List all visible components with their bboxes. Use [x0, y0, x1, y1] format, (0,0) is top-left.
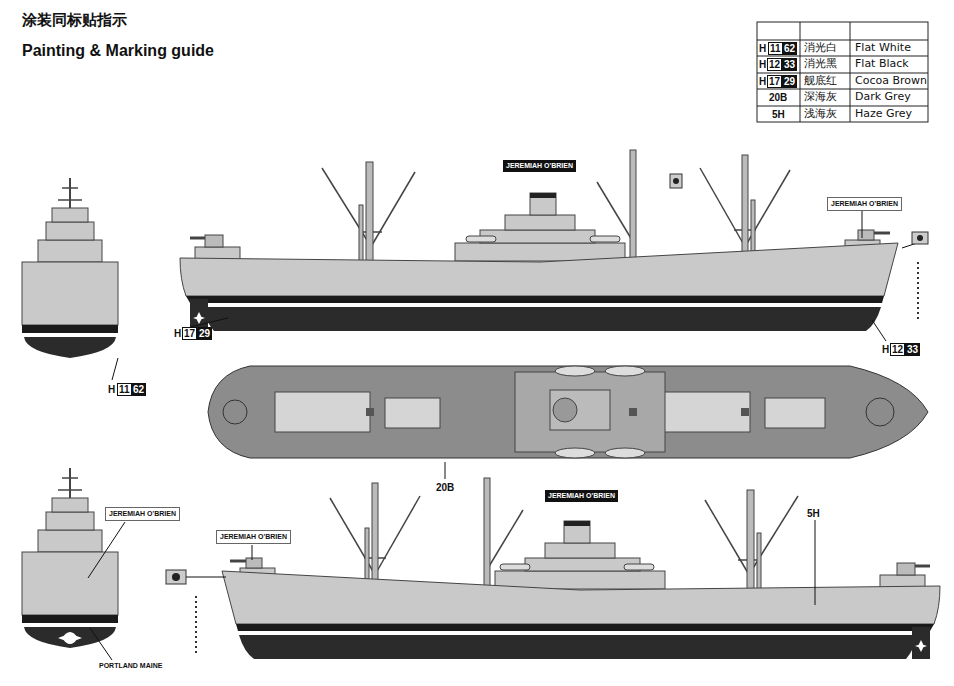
side-view-upper: [180, 150, 898, 331]
paint-code: 62: [782, 42, 797, 55]
color-name-zh: 舰底红: [804, 75, 837, 87]
paint-code: 20B: [769, 92, 787, 103]
color-name-zh: 浅海灰: [804, 108, 837, 120]
paint-code: H: [759, 76, 766, 87]
name-decal: JEREMIAH O'BRIEN: [105, 507, 180, 521]
paint-code: H: [759, 43, 766, 54]
port-decal: PORTLAND MAINE: [98, 662, 163, 670]
paint-code: 17: [767, 75, 782, 88]
color-name-en: Flat White: [855, 42, 911, 54]
color-name-en: Haze Grey: [855, 108, 912, 120]
paint-code: 29: [782, 75, 797, 88]
color-name-zh: 深海灰: [804, 91, 837, 103]
paint-code: H: [759, 59, 766, 70]
leader-lines: [88, 211, 926, 660]
callout-code: 20B: [436, 482, 454, 493]
paint-code: 12: [767, 58, 782, 71]
callout-code: 5H: [807, 508, 820, 519]
bow-view: [22, 178, 118, 358]
title-heading: 涂装同标贴指示: [22, 12, 127, 29]
paint-code: 5H: [772, 109, 785, 120]
subtitle: Painting & Marking guide: [22, 42, 214, 60]
paint-code: 33: [782, 58, 797, 71]
name-decal: JEREMIAH O'BRIEN: [545, 490, 618, 502]
color-name-en: Flat Black: [855, 58, 909, 70]
paint-code: H: [174, 328, 181, 339]
stern-view: [22, 468, 118, 648]
paint-code: 11: [117, 383, 132, 396]
paint-code: 29: [197, 327, 212, 340]
scale-ticks: [196, 262, 918, 656]
paint-code: H: [882, 344, 889, 355]
color-name-zh: 消光黑: [804, 58, 837, 70]
name-decal: JEREMIAH O'BRIEN: [503, 160, 576, 172]
paint-code: 12: [890, 343, 905, 356]
decal-icons: [166, 174, 928, 584]
propeller-mark: [58, 632, 82, 644]
paint-code: H: [108, 384, 115, 395]
color-name-en: Cocoa Brown: [855, 75, 927, 87]
paint-code: 11: [768, 42, 783, 55]
side-view-lower: [222, 478, 940, 659]
color-name-en: Dark Grey: [855, 91, 911, 103]
deck-plan: [208, 366, 928, 458]
paint-code: 62: [131, 383, 146, 396]
name-decal: JEREMIAH O'BRIEN: [216, 530, 291, 544]
paint-table-grid: [757, 22, 928, 122]
name-decal: JEREMIAH O'BRIEN: [827, 197, 902, 211]
color-name-zh: 消光白: [804, 42, 837, 54]
paint-code: 17: [182, 327, 197, 340]
paint-code: 33: [905, 343, 920, 356]
